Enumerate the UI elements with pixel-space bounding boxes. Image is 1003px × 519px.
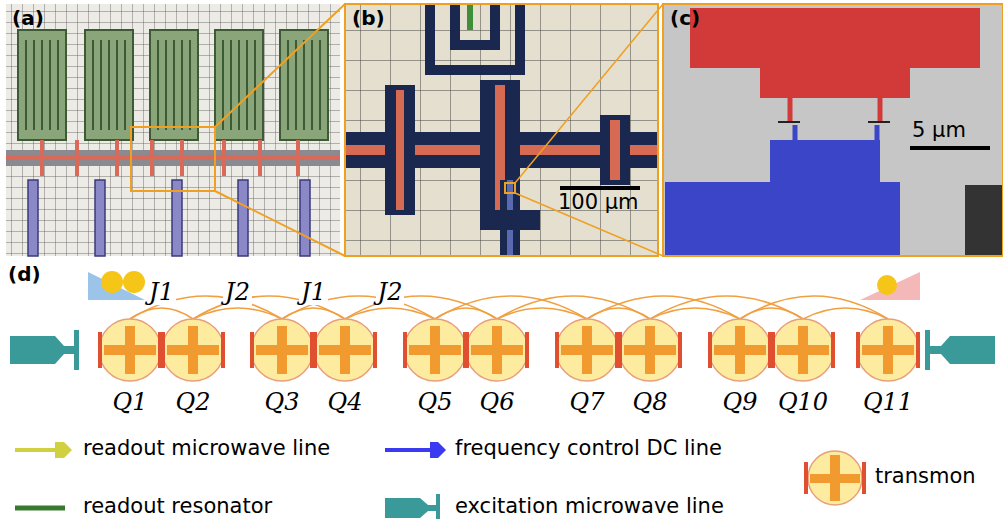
scale-label: 5 μm xyxy=(912,118,966,142)
transmon-node: Q11 xyxy=(856,318,920,418)
panel-label: (a) xyxy=(12,6,44,30)
transmon-node: Q8 xyxy=(618,318,682,418)
coupling-arc xyxy=(435,296,587,319)
qubit-label: Q6 xyxy=(465,388,529,416)
sem-photo xyxy=(663,4,1003,256)
panel-label: (b) xyxy=(352,6,385,30)
qubit-label: Q1 xyxy=(98,388,162,416)
coupling-arc xyxy=(587,296,740,319)
qubit-label: Q7 xyxy=(555,388,619,416)
qubit-label: Q9 xyxy=(708,388,772,416)
coupling-label: J2 xyxy=(223,279,252,305)
transmon-symbol xyxy=(618,318,682,382)
qubit-label: Q2 xyxy=(161,388,225,416)
qubit-label: Q5 xyxy=(403,388,467,416)
coupling-label: J1 xyxy=(147,279,176,305)
transmon-node: Q5 xyxy=(403,318,467,418)
transmon-node: Q6 xyxy=(465,318,529,418)
coupling-arc xyxy=(497,308,587,319)
transmon-symbol xyxy=(403,318,467,382)
transmon-node: Q9 xyxy=(708,318,772,418)
coupling-arc xyxy=(650,296,803,319)
transmon-node: Q2 xyxy=(161,318,225,418)
coupling-label: J2 xyxy=(376,279,405,305)
transmon-symbol xyxy=(250,318,314,382)
scale-label: 100 μm xyxy=(558,190,639,214)
qubit-label: Q11 xyxy=(856,388,920,416)
coupling-arc xyxy=(650,308,740,319)
transmon-symbol xyxy=(465,318,529,382)
legend-text: frequency control DC line xyxy=(455,436,722,460)
coupling-arc xyxy=(740,296,888,319)
coupling-arc xyxy=(345,296,497,319)
qubit-label: Q4 xyxy=(313,388,377,416)
transmon-symbol xyxy=(856,318,920,382)
zoom-photo xyxy=(345,4,663,256)
coupling-label: J1 xyxy=(299,279,328,305)
transmon-symbol xyxy=(313,318,377,382)
legend-text: transmon xyxy=(875,464,976,488)
qubit-label: Q8 xyxy=(618,388,682,416)
legend-text: readout microwave line xyxy=(83,436,330,460)
transmon-node: Q4 xyxy=(313,318,377,418)
transmon-symbol xyxy=(771,318,835,382)
coupling-arc xyxy=(345,308,435,319)
transmon-node: Q10 xyxy=(771,318,835,418)
transmon-symbol xyxy=(161,318,225,382)
transmon-node: Q7 xyxy=(555,318,619,418)
qubit-label: Q10 xyxy=(771,388,835,416)
chip-photo xyxy=(6,4,345,256)
panel-label: (d) xyxy=(8,262,41,286)
transmon-symbol xyxy=(708,318,772,382)
coupling-arc xyxy=(193,308,282,319)
qubit-label: Q3 xyxy=(250,388,314,416)
coupling-arc xyxy=(803,308,888,319)
transmon-node: Q3 xyxy=(250,318,314,418)
panel-label: (c) xyxy=(670,6,700,30)
legend-text: excitation microwave line xyxy=(455,494,724,518)
transmon-node: Q1 xyxy=(98,318,162,418)
transmon-symbol xyxy=(98,318,162,382)
coupling-arc xyxy=(497,296,650,319)
legend-text: readout resonator xyxy=(83,494,272,518)
transmon-symbol xyxy=(555,318,619,382)
